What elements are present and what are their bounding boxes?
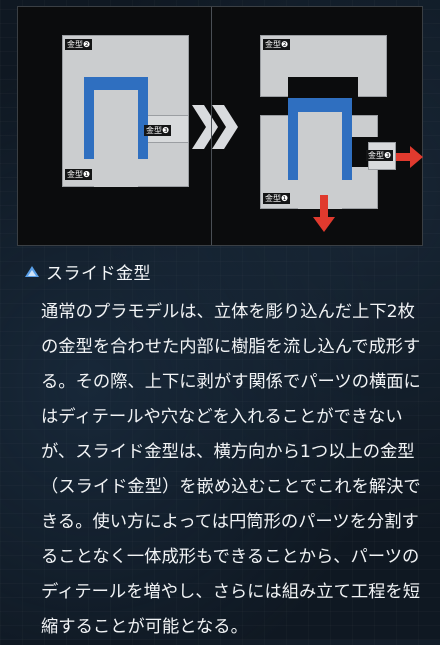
diagram-panel-assembled: 金型❷ 金型❸ 金型❶ — [18, 7, 209, 245]
arrow-down-icon — [313, 195, 335, 232]
mold-3-label: 金型❸ — [366, 150, 394, 161]
section-heading: スライド金型 — [24, 258, 151, 284]
diagram-panel-separated: 金型❷ 金型❸ 金型❶ — [211, 7, 423, 245]
body-paragraph: 通常のプラモデルは、立体を彫り込んだ上下2枚 の金型を合わせた内部に樹脂を流し込… — [41, 295, 421, 645]
body-line: ディテールを増やし、さらには組み立て工程を短 — [41, 582, 420, 602]
mold-1-label: 金型❶ — [65, 169, 93, 180]
part-left-wall — [288, 98, 298, 180]
mold-2-opening — [288, 77, 358, 98]
body-line: 縮することが可能となる。 — [41, 617, 248, 637]
body-line: （スライド金型）を嵌め込むことでこれを解決で — [41, 477, 421, 497]
body-line: 通常のプラモデルは、立体を彫り込んだ上下2枚 — [41, 302, 415, 322]
body-line: きる。使い方によっては円筒形のパーツを分割す — [41, 512, 419, 532]
part-cavity-left-wall — [84, 77, 94, 159]
arrow-right-icon — [396, 146, 423, 168]
body-line: ることなく一体成形もできることから、パーツの — [41, 547, 420, 567]
mold-3-label: 金型❸ — [144, 125, 172, 136]
part-right-wall — [342, 98, 352, 180]
mold-2-label: 金型❷ — [263, 39, 291, 50]
body-line: の金型を合わせた内部に樹脂を流し込んで成形す — [41, 337, 421, 357]
body-line: はディテールや穴などを入れることができない — [41, 407, 403, 427]
mold-1-label: 金型❶ — [263, 193, 291, 204]
body-line: が、スライド金型は、横方向から1つ以上の金型 — [41, 442, 415, 462]
body-line: る。その際、上下に剥がす関係でパーツの横面に — [41, 372, 421, 392]
chevron-right-icon — [192, 105, 238, 149]
part-cavity-top — [84, 77, 148, 90]
section-title: スライド金型 — [46, 263, 151, 284]
mold-2-label: 金型❷ — [65, 39, 93, 50]
mold-1-core — [94, 90, 138, 187]
part-top — [288, 98, 352, 112]
part-cavity-right-wall — [138, 77, 148, 159]
mold-1-core — [298, 112, 342, 209]
triangle-bullet-icon — [25, 266, 39, 277]
slide-mold-diagram: 金型❷ 金型❸ 金型❶ 金型❷ 金型❸ 金型❶ — [17, 6, 423, 246]
